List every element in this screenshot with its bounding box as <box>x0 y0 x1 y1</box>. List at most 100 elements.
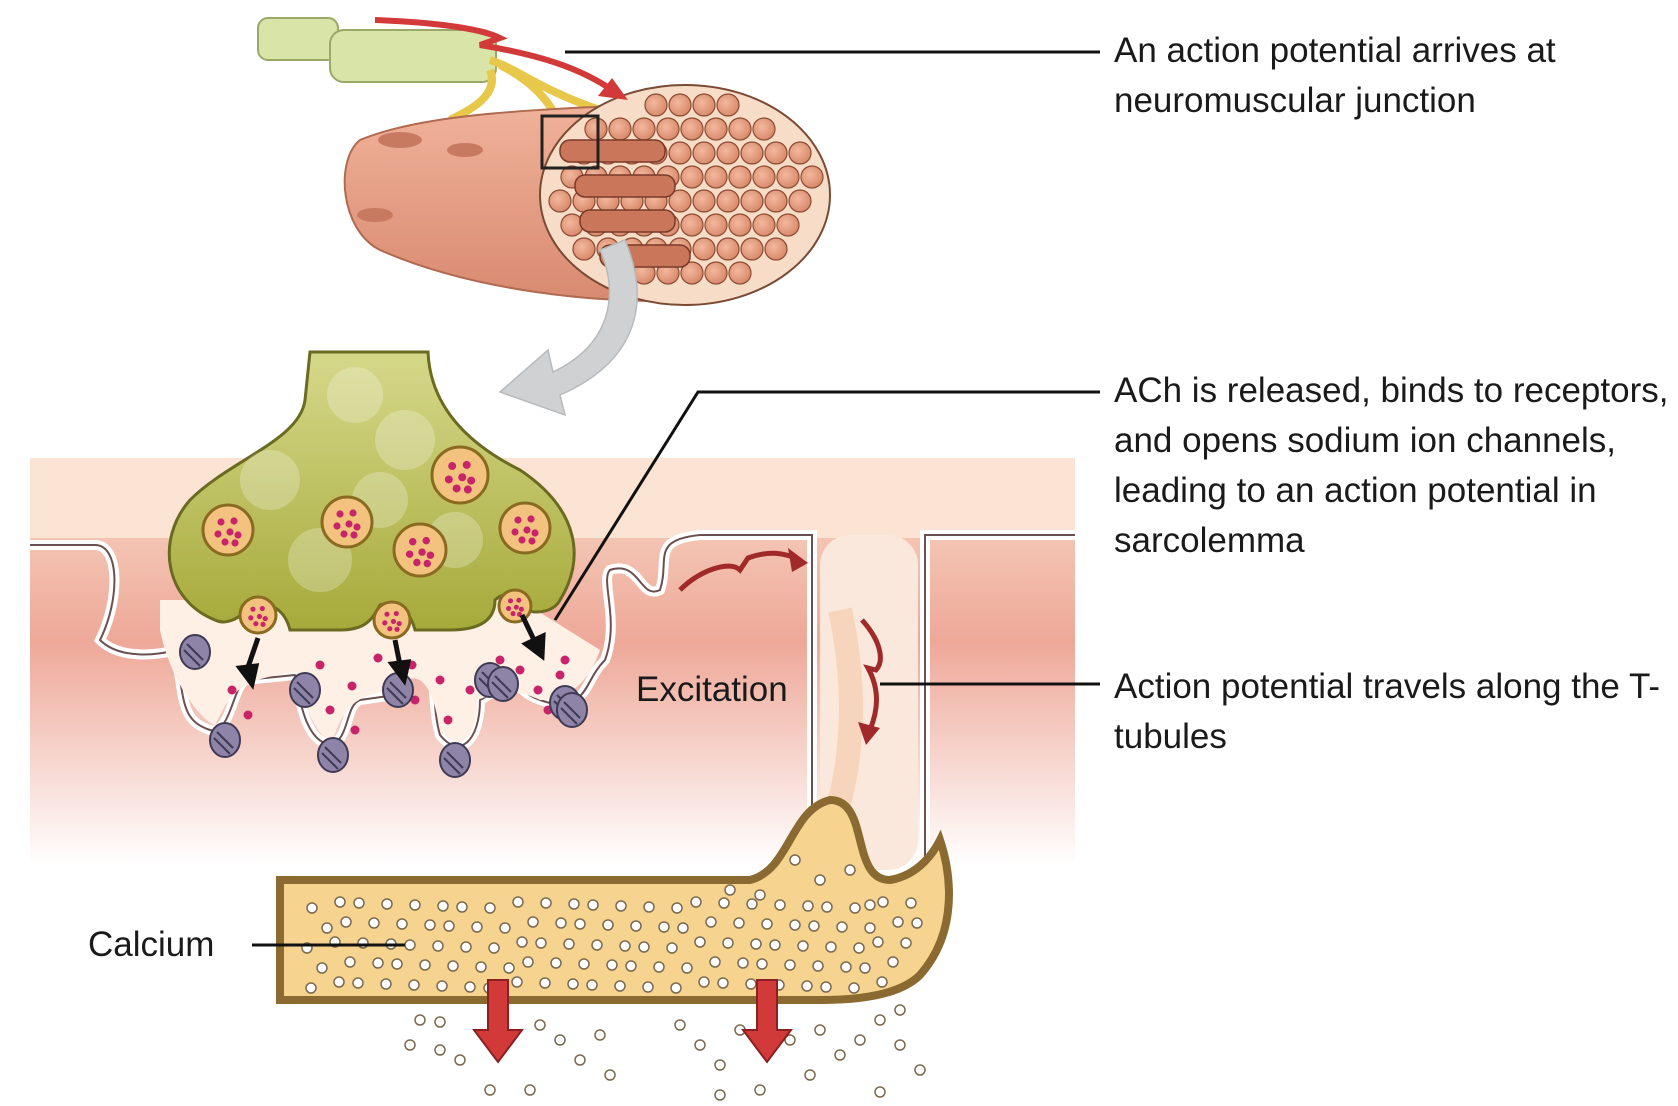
calcium-ion <box>761 918 773 930</box>
calcium-ion <box>456 901 468 913</box>
calcium-ion <box>789 854 801 866</box>
ach-molecule <box>248 615 254 621</box>
ach-molecule <box>350 725 360 735</box>
ach-molecule <box>214 530 222 538</box>
ach-molecule <box>350 531 358 539</box>
receptor-stripe <box>324 746 342 764</box>
myofibril <box>668 93 692 117</box>
calcium-ion <box>853 942 865 954</box>
calcium-ion <box>670 982 682 994</box>
myofibril <box>752 165 776 189</box>
calcium-ion <box>874 1086 886 1098</box>
ach-molecule <box>230 517 238 525</box>
calcium-ion <box>718 897 730 909</box>
calcium-ion <box>488 942 500 954</box>
calcium-ion <box>876 976 888 988</box>
calcium-ion <box>563 938 575 950</box>
ach-molecule <box>463 485 472 494</box>
calcium-ion <box>724 884 736 896</box>
calcium-ion <box>352 977 364 989</box>
calcium-ion <box>900 937 912 949</box>
myofibril <box>572 237 596 261</box>
ach-molecule <box>405 550 414 558</box>
label-ach-released: ACh is released, binds to receptors, and… <box>1114 371 1669 560</box>
calcium-ion <box>404 939 416 951</box>
ach-molecule <box>315 660 325 670</box>
label-action-potential-arrives: An action potential arrives at neuromusc… <box>1114 31 1556 120</box>
calcium-ion <box>305 982 317 994</box>
calcium-ion <box>574 918 586 930</box>
calcium-ion <box>391 958 403 970</box>
ach-molecule <box>409 537 417 546</box>
calcium-ion <box>619 940 631 952</box>
ach-molecule <box>531 529 539 537</box>
ach-molecule <box>384 611 390 617</box>
calcium-ion <box>602 919 614 931</box>
calcium-ion <box>404 1039 416 1051</box>
calcium-ion <box>414 1014 426 1026</box>
calcium-ion <box>372 957 384 969</box>
calcium-ion <box>334 896 346 908</box>
calcium-ion <box>733 917 745 929</box>
myofibril <box>692 237 716 261</box>
receptor-stripe <box>213 737 231 755</box>
calcium-ions-released <box>404 1004 926 1101</box>
ach-molecule <box>250 606 256 612</box>
calcium-ion <box>694 936 706 948</box>
calcium-ion <box>892 916 904 928</box>
ach-molecule <box>227 685 237 695</box>
myofibril <box>752 213 776 237</box>
calcium-ion <box>443 920 455 932</box>
calcium-ion <box>512 896 524 908</box>
calcium-ion <box>754 889 766 901</box>
calcium-ion <box>464 981 476 993</box>
calcium-ion <box>555 917 567 929</box>
myofibril <box>764 237 788 261</box>
myofibrils <box>548 93 824 285</box>
calcium-ion <box>540 897 552 909</box>
myofibril <box>644 93 668 117</box>
calcium-ion <box>642 981 654 993</box>
myofibril <box>740 141 764 165</box>
ach-molecule <box>394 626 400 632</box>
ach-molecule <box>231 539 239 547</box>
receptor-stripe <box>216 731 234 749</box>
calcium-ion <box>694 1039 706 1051</box>
calcium-ion <box>784 959 796 971</box>
zoom-arrow <box>498 239 638 417</box>
myofibril <box>800 165 824 189</box>
calcium-ion <box>574 1054 586 1066</box>
ach-molecule <box>243 710 253 720</box>
calcium-ion <box>750 938 762 950</box>
myofibril <box>608 117 632 141</box>
calcium-ion <box>643 901 655 913</box>
myofibril <box>692 93 716 117</box>
calcium-ion <box>615 900 627 912</box>
calcium-ion <box>454 1054 466 1066</box>
ach-molecule <box>516 611 522 617</box>
action-potential-arrow-top <box>374 17 614 93</box>
ach-molecule <box>234 531 242 539</box>
calcium-ion <box>638 941 650 953</box>
calcium-ion <box>499 922 511 934</box>
myofibril <box>584 117 608 141</box>
receptor-stripe <box>386 687 404 705</box>
calcium-ion <box>614 980 626 992</box>
myofibril <box>776 165 800 189</box>
ach-molecule <box>340 530 348 538</box>
ach-molecule <box>262 616 268 622</box>
myofibril <box>680 261 704 285</box>
calcium-ion <box>586 979 598 991</box>
ach-molecule <box>527 515 535 523</box>
ach-molecule <box>413 558 421 567</box>
calcium-ion <box>434 1044 446 1056</box>
ach-molecule <box>435 675 445 685</box>
myofibril <box>728 213 752 237</box>
receptor-stripe <box>446 751 464 769</box>
label-calcium: Calcium <box>88 925 215 964</box>
calcium-ion <box>447 960 459 972</box>
calcium-ion <box>801 980 813 992</box>
calcium-ion <box>306 902 318 914</box>
myofibril <box>680 117 704 141</box>
